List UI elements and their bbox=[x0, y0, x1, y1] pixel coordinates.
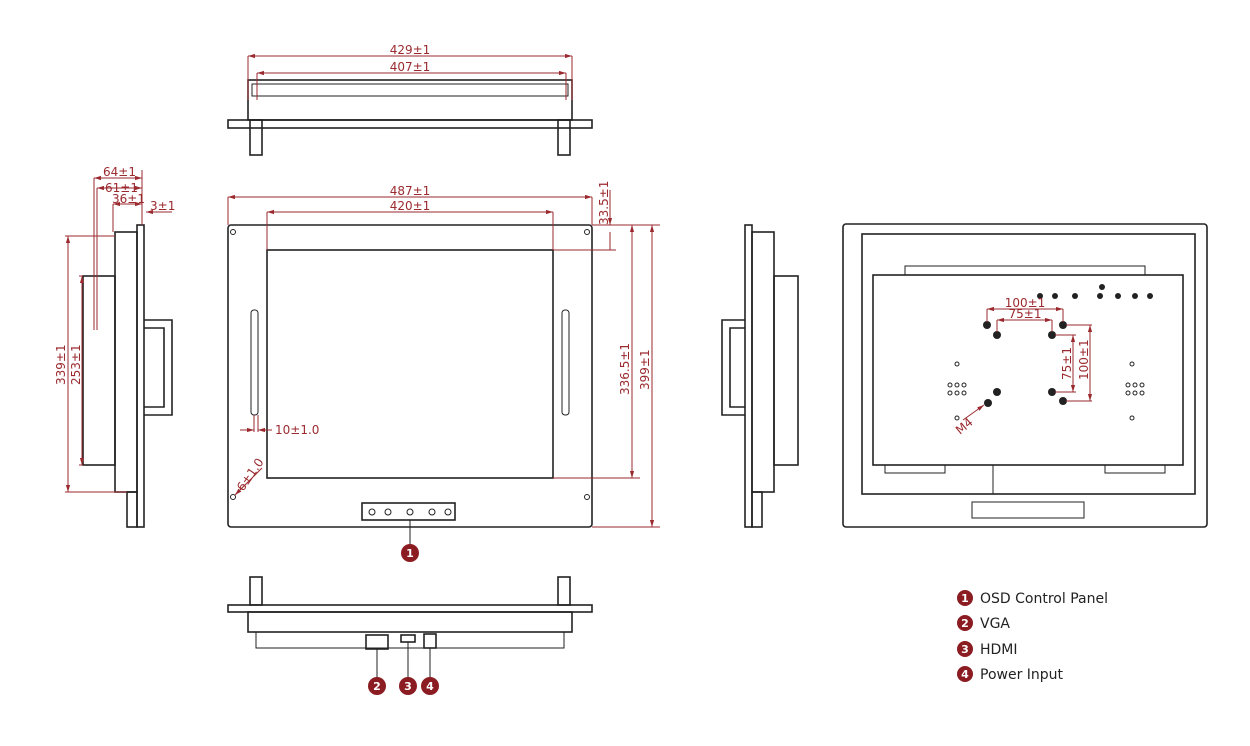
dim-front-width: 487±1 bbox=[390, 184, 431, 198]
dim-height-rear: 253±1 bbox=[69, 344, 83, 385]
power-port bbox=[423, 633, 437, 649]
dim-vesa-75-v: 75±1 bbox=[1060, 347, 1074, 380]
hdmi-port bbox=[400, 634, 416, 643]
left-side-view: 64±1 61±1 36±1 3±1 339±1 253±1 bbox=[54, 165, 175, 528]
legend-label-3: HDMI bbox=[980, 642, 1018, 658]
legend-num-3: 3 bbox=[961, 643, 969, 656]
dim-front-height: 399±1 bbox=[638, 349, 652, 390]
legend-num-2: 2 bbox=[961, 617, 969, 630]
dim-vesa-100-v: 100±1 bbox=[1077, 339, 1091, 380]
dim-height-body: 339±1 bbox=[54, 344, 68, 385]
legend-label-1: OSD Control Panel bbox=[980, 591, 1108, 607]
callout-3: 3 bbox=[404, 680, 412, 693]
callout-1-label: 1 bbox=[406, 547, 414, 560]
legend-label-2: VGA bbox=[980, 616, 1010, 632]
dim-width-outer: 429±1 bbox=[390, 43, 431, 57]
legend-num-1: 1 bbox=[961, 592, 969, 605]
dim-depth-rear: 36±1 bbox=[112, 192, 145, 206]
dim-width-inner: 407±1 bbox=[390, 60, 431, 74]
dim-top-margin: 33.5±1 bbox=[597, 181, 611, 225]
legend-num-4: 4 bbox=[961, 668, 969, 681]
osd-control-panel bbox=[361, 502, 456, 521]
callout-2: 2 bbox=[373, 680, 381, 693]
screw-label: M4 bbox=[953, 415, 976, 437]
legend-label-4: Power Input bbox=[980, 667, 1064, 683]
dim-screen-width: 420±1 bbox=[390, 199, 431, 213]
callout-1 bbox=[401, 544, 419, 562]
front-view: 487±1 420±1 33.5±1 336.5±1 399±1 10±1.0 … bbox=[227, 181, 660, 562]
dim-slot-offset: 10±1.0 bbox=[275, 423, 319, 437]
top-view: 429±1 407±1 bbox=[227, 43, 593, 156]
dim-depth-body: 61±1 bbox=[105, 181, 138, 195]
callout-4: 4 bbox=[426, 680, 434, 693]
dim-vesa-75-h: 75±1 bbox=[1009, 307, 1042, 321]
legend: 1 OSD Control Panel 2 VGA 3 HDMI 4 Power… bbox=[957, 590, 1108, 683]
rear-view: 100±1 75±1 75±1 100±1 M4 bbox=[842, 223, 1208, 528]
right-side-view bbox=[721, 224, 799, 528]
vga-port bbox=[365, 634, 389, 650]
bottom-view: 2 3 4 bbox=[227, 576, 593, 695]
dim-hole: 6±1.0 bbox=[234, 456, 267, 494]
dim-depth-total: 64±1 bbox=[103, 165, 136, 179]
dim-bezel: 3±1 bbox=[150, 199, 175, 213]
dim-vesa-100-h: 100±1 bbox=[1005, 296, 1046, 310]
dim-screen-height: 336.5±1 bbox=[618, 343, 632, 395]
